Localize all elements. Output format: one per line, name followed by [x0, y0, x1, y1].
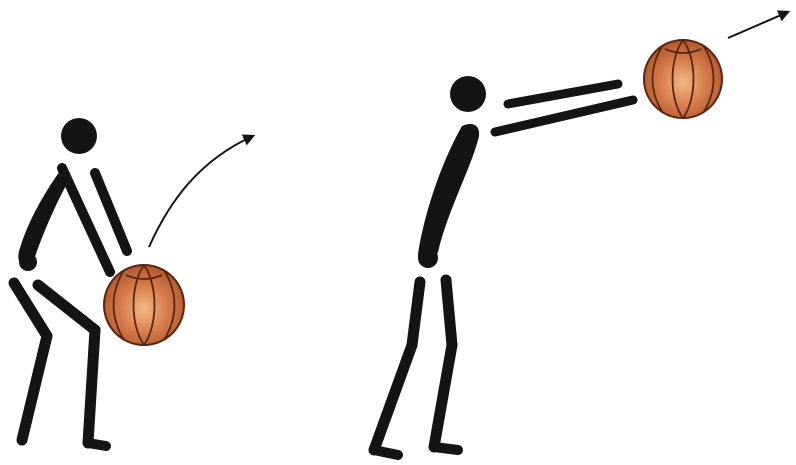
basketball-icon	[644, 40, 722, 118]
hip-icon	[418, 248, 438, 268]
back-leg-icon	[412, 282, 420, 345]
figure-crouch	[14, 118, 127, 446]
front-shin-icon	[434, 345, 452, 447]
front-shin-icon	[88, 330, 95, 443]
front-foot-icon	[434, 447, 458, 450]
figure-release	[374, 76, 633, 455]
head-icon	[61, 118, 97, 154]
upper-arm-icon	[508, 84, 618, 104]
front-leg-icon	[446, 280, 452, 345]
back-shin-icon	[22, 336, 47, 440]
head-icon	[450, 76, 486, 112]
straight-arrow-icon	[728, 12, 788, 38]
basketball-icon	[104, 265, 184, 345]
hip-icon	[19, 253, 37, 271]
back-shin-icon	[374, 345, 412, 450]
front-foot-icon	[88, 443, 106, 446]
front-thigh-icon	[38, 285, 95, 330]
back-foot-icon	[374, 450, 398, 455]
curved-arrow-icon	[149, 136, 253, 247]
torso-icon	[18, 168, 70, 267]
torso-icon	[418, 124, 479, 263]
